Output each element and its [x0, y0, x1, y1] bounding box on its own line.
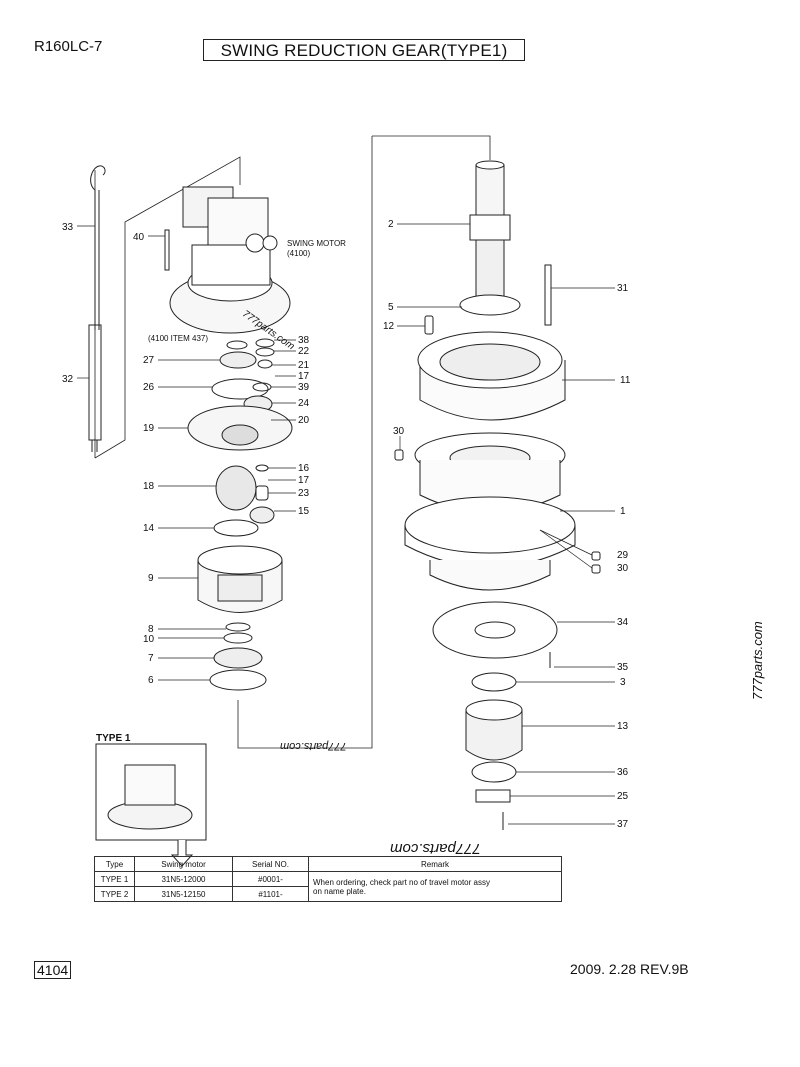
page-title: SWING REDUCTION GEAR(TYPE1) [203, 39, 525, 61]
leader-lines [77, 223, 615, 825]
callout-18: 18 [143, 481, 155, 492]
callout-19: 19 [143, 423, 155, 434]
callout-8: 8 [148, 624, 154, 635]
table-cell-type: TYPE 2 [94, 886, 135, 902]
callout-16: 16 [298, 463, 310, 474]
callout-32: 32 [62, 374, 74, 385]
callout-39: 39 [298, 382, 310, 393]
callout-6: 6 [148, 675, 154, 686]
callout-36: 36 [617, 767, 629, 778]
type1-inset [95, 743, 207, 867]
planetary-gear-stack [187, 338, 293, 691]
table-cell-serial: #0001- [232, 871, 309, 887]
page-number: 4104 [34, 961, 72, 979]
callout-30: 30 [393, 426, 405, 437]
diagram-labels: SWING MOTOR (4100) (4100 ITEM 437) [148, 239, 346, 343]
watermark-table: 777parts.com [390, 840, 481, 857]
table-header-type: Type [94, 856, 135, 872]
drive-shaft-housing [394, 160, 601, 830]
table-cell-type: TYPE 1 [94, 871, 135, 887]
table-row: TYPE 1 31N5-12000 #0001- When ordering, … [94, 871, 562, 902]
callout-5: 5 [388, 302, 394, 313]
callout-15: 15 [298, 506, 310, 517]
callout-1: 1 [620, 506, 626, 517]
table-header-remark: Remark [308, 856, 562, 872]
callout-26: 26 [143, 382, 155, 393]
table-cell-remark: When ordering, check part no of travel m… [308, 871, 562, 902]
callout-3: 3 [620, 677, 626, 688]
watermark-middle: 777parts.com [280, 740, 347, 752]
remark-line1: When ordering, check part no of travel m… [313, 877, 490, 887]
callout-37: 37 [617, 819, 629, 830]
callout-21: 21 [298, 360, 310, 371]
table-cell-serial: #1101- [232, 886, 309, 902]
callout-2: 2 [388, 219, 394, 230]
callout-38: 38 [298, 335, 310, 346]
motor-type-table: Type Swing motor Serial NO. Remark TYPE … [94, 856, 562, 902]
callout-23: 23 [298, 488, 310, 499]
type1-label: TYPE 1 [96, 733, 131, 744]
callout-11: 11 [620, 375, 631, 386]
callout-9: 9 [148, 573, 154, 584]
gauge-rod [88, 165, 106, 452]
callout-12: 12 [383, 321, 395, 332]
watermark-side: 777parts.com [750, 621, 765, 700]
revision-date: 2009. 2.28 REV.9B [570, 961, 689, 977]
callout-17b: 17 [298, 475, 310, 486]
callout-10: 10 [143, 634, 155, 645]
callout-35: 35 [617, 662, 629, 673]
callout-22: 22 [298, 346, 310, 357]
callout-25: 25 [617, 791, 629, 802]
table-header-serial: Serial NO. [232, 856, 309, 872]
callout-29: 29 [617, 550, 629, 561]
callout-27: 27 [143, 355, 155, 366]
model-code: R160LC-7 [34, 38, 103, 55]
callout-40: 40 [133, 232, 145, 243]
callout-7: 7 [148, 653, 154, 664]
callout-17: 17 [298, 371, 310, 382]
part-callouts: 33 40 32 38 22 27 21 17 26 39 24 20 19 1… [62, 219, 631, 830]
callout-33: 33 [62, 222, 74, 233]
motor-label-line2: (4100) [287, 249, 310, 258]
table-row: TYPE 2 31N5-12150 #1101- [94, 886, 562, 902]
callout-20: 20 [298, 415, 310, 426]
motor-ref-label: (4100 ITEM 437) [148, 334, 208, 343]
callout-30b: 30 [617, 563, 629, 574]
callout-13: 13 [617, 721, 629, 732]
swing-motor [164, 186, 291, 334]
table-cell-motor: 31N5-12000 [134, 871, 233, 887]
callout-24: 24 [298, 398, 310, 409]
table-header-motor: Swing motor [134, 856, 233, 872]
remark-line2: on name plate. [313, 886, 366, 896]
callout-31: 31 [617, 283, 629, 294]
callout-34: 34 [617, 617, 629, 628]
table-cell-motor: 31N5-12150 [134, 886, 233, 902]
callout-14: 14 [143, 523, 155, 534]
table-header-row: Type Swing motor Serial NO. Remark [94, 856, 562, 872]
motor-label-line1: SWING MOTOR [287, 239, 346, 248]
